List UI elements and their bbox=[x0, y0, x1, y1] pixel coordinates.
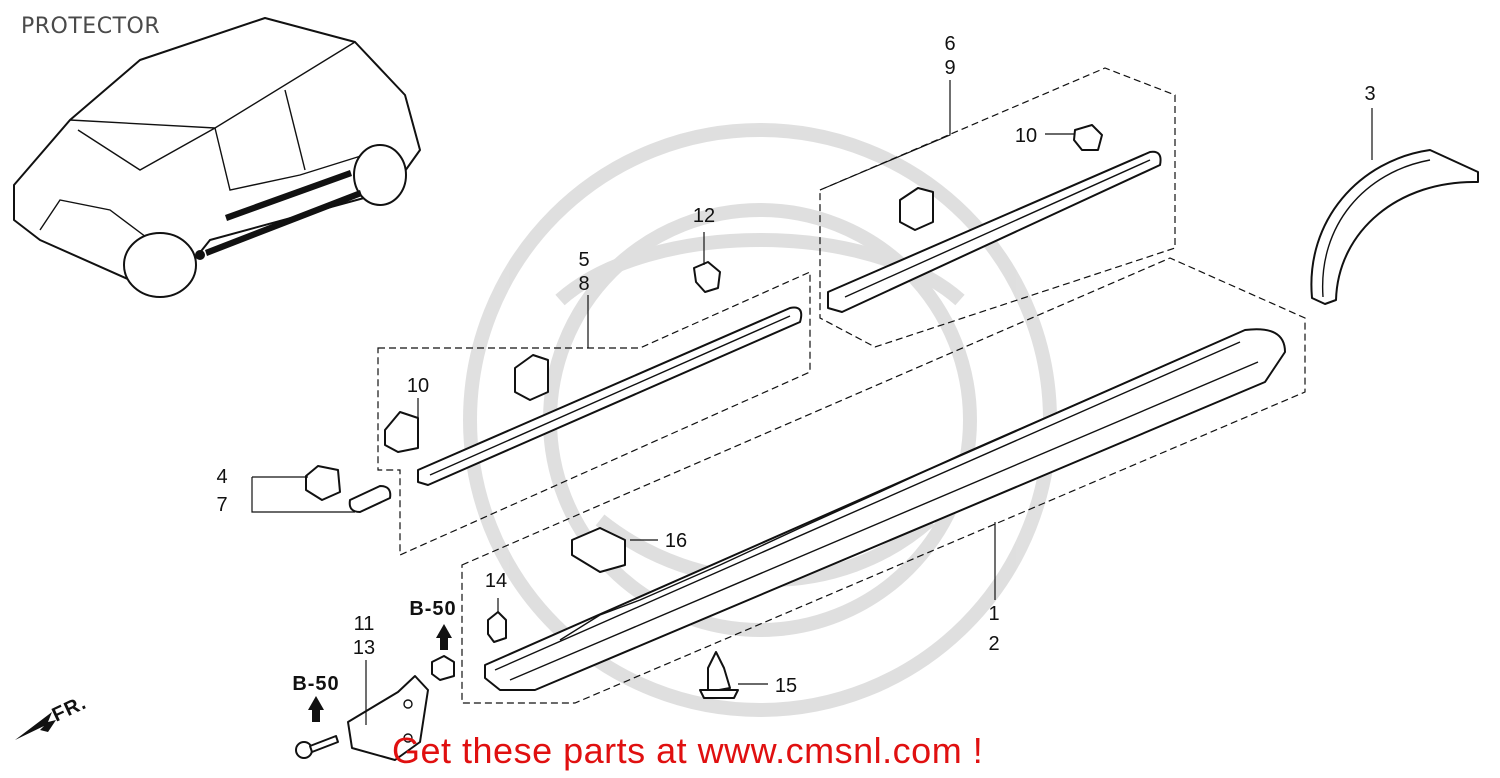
callout-15: 15 bbox=[775, 675, 797, 697]
ref-arrow-lower bbox=[308, 696, 324, 722]
callout-3: 3 bbox=[1364, 83, 1375, 105]
callout-6: 6 bbox=[944, 33, 955, 55]
clip-4-7 bbox=[305, 465, 392, 513]
clip-15 bbox=[699, 651, 739, 699]
diagram-title: PROTECTOR bbox=[21, 14, 161, 39]
arch-molding bbox=[1310, 149, 1479, 305]
fastener-b50-clip bbox=[431, 655, 455, 681]
leader-lines bbox=[251, 80, 1373, 725]
vehicle-illustration bbox=[13, 17, 421, 298]
ref-arrow-upper bbox=[436, 624, 452, 650]
callout-12: 12 bbox=[693, 205, 715, 227]
callout-10-upper: 10 bbox=[1015, 125, 1037, 147]
front-direction-label: FR. bbox=[49, 692, 90, 727]
side-molding-lower bbox=[384, 261, 803, 486]
screw bbox=[295, 735, 339, 759]
callout-2: 2 bbox=[988, 633, 999, 655]
reference-b50-upper: B-50 bbox=[409, 598, 456, 620]
fastener-14 bbox=[487, 611, 507, 643]
callout-5: 5 bbox=[578, 249, 589, 271]
watermark-link-text[interactable]: Get these parts at www.cmsnl.com ! bbox=[392, 730, 984, 771]
callout-13: 13 bbox=[353, 637, 375, 659]
group-box-molding-lower bbox=[377, 271, 811, 556]
callout-16: 16 bbox=[665, 530, 687, 552]
group-box-molding-upper bbox=[819, 67, 1176, 348]
callout-11: 11 bbox=[354, 613, 375, 635]
front-direction-arrow: FR. bbox=[15, 692, 90, 740]
callout-9: 9 bbox=[944, 57, 955, 79]
group-box-side-sill bbox=[461, 257, 1306, 704]
callout-1: 1 bbox=[988, 603, 999, 625]
callout-4: 4 bbox=[216, 466, 227, 488]
callout-8: 8 bbox=[578, 273, 589, 295]
side-sill-garnish bbox=[484, 328, 1286, 691]
mud-guard-11-13 bbox=[347, 675, 429, 761]
reference-b50-lower: B-50 bbox=[292, 673, 339, 695]
callout-14: 14 bbox=[485, 570, 507, 592]
callout-10-lower: 10 bbox=[407, 375, 429, 397]
side-molding-upper bbox=[827, 124, 1162, 313]
fastener-16 bbox=[571, 527, 626, 573]
callout-7: 7 bbox=[216, 494, 227, 516]
